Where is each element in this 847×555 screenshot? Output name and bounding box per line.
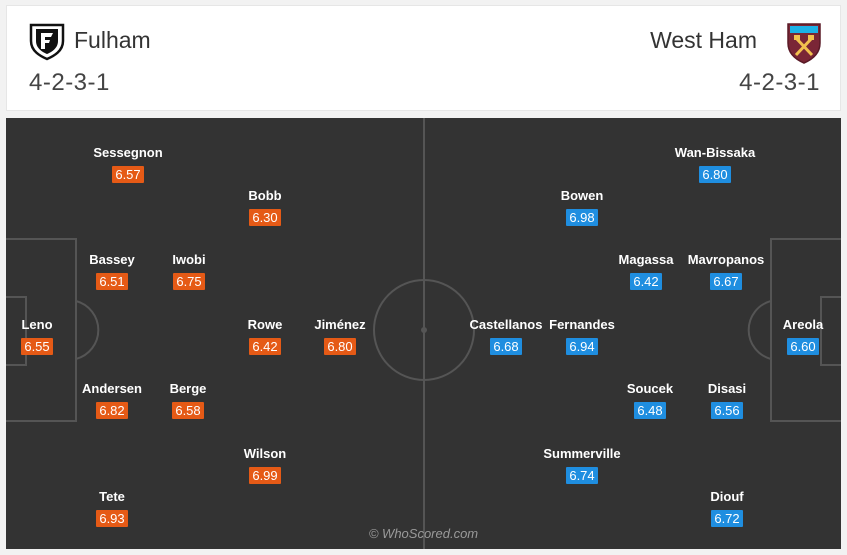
player-home-rowe[interactable]: Rowe 6.42 xyxy=(205,317,325,356)
player-rating: 6.93 xyxy=(96,510,128,527)
player-home-berge[interactable]: Berge 6.58 xyxy=(128,381,248,420)
player-rating: 6.68 xyxy=(490,338,522,355)
player-rating: 6.55 xyxy=(21,338,53,355)
player-rating: 6.94 xyxy=(566,338,598,355)
player-rating: 6.98 xyxy=(566,209,598,226)
player-rating: 6.72 xyxy=(711,510,743,527)
player-name: Summerville xyxy=(543,446,621,461)
player-name: Rowe xyxy=(247,317,283,332)
player-home-bobb[interactable]: Bobb 6.30 xyxy=(205,188,325,227)
watermark: © WhoScored.com xyxy=(368,526,479,541)
player-name: Berge xyxy=(169,381,207,396)
player-rating: 6.99 xyxy=(249,467,281,484)
player-name: Diouf xyxy=(710,489,744,504)
player-name: Soucek xyxy=(626,381,674,396)
player-rating: 6.74 xyxy=(566,467,598,484)
player-home-wilson[interactable]: Wilson 6.99 xyxy=(205,446,325,485)
player-rating: 6.82 xyxy=(96,402,128,419)
player-away-castellanos[interactable]: Castellanos 6.68 xyxy=(446,317,566,356)
player-name: Castellanos xyxy=(469,317,543,332)
player-rating: 6.48 xyxy=(634,402,666,419)
player-name: Jiménez xyxy=(314,317,366,332)
player-name: Iwobi xyxy=(172,252,206,267)
player-away-areola[interactable]: Areola 6.60 xyxy=(743,317,841,356)
player-name: Mavropanos xyxy=(687,252,765,267)
player-away-mavropanos[interactable]: Mavropanos 6.67 xyxy=(666,252,786,291)
fulham-crest-icon xyxy=(29,23,65,61)
player-rating: 6.58 xyxy=(172,402,204,419)
player-rating: 6.67 xyxy=(710,273,742,290)
player-away-wan-bissaka[interactable]: Wan-Bissaka 6.80 xyxy=(655,145,775,184)
home-team-name[interactable]: Fulham xyxy=(74,27,151,53)
player-name: Fernandes xyxy=(549,317,615,332)
player-rating: 6.56 xyxy=(711,402,743,419)
player-away-diouf[interactable]: Diouf 6.72 xyxy=(667,489,787,528)
player-rating: 6.42 xyxy=(249,338,281,355)
player-home-tete[interactable]: Tete 6.93 xyxy=(52,489,172,528)
player-home-leno[interactable]: Leno 6.55 xyxy=(6,317,97,356)
player-name: Wilson xyxy=(243,446,287,461)
player-away-bowen[interactable]: Bowen 6.98 xyxy=(522,188,642,227)
player-rating: 6.80 xyxy=(699,166,731,183)
player-home-andersen[interactable]: Andersen 6.82 xyxy=(52,381,172,420)
player-away-soucek[interactable]: Soucek 6.48 xyxy=(590,381,710,420)
player-rating: 6.80 xyxy=(324,338,356,355)
player-away-disasi[interactable]: Disasi 6.56 xyxy=(667,381,787,420)
pitch-markings xyxy=(6,118,841,549)
pitch: Sessegnon 6.57 Bobb 6.30 Bassey 6.51 Iwo… xyxy=(6,118,841,549)
player-name: Bassey xyxy=(89,252,135,267)
player-rating: 6.51 xyxy=(96,273,128,290)
player-name: Andersen xyxy=(82,381,142,396)
player-rating: 6.60 xyxy=(787,338,819,355)
player-home-bassey[interactable]: Bassey 6.51 xyxy=(52,252,172,291)
player-rating: 6.30 xyxy=(249,209,281,226)
player-name: Wan-Bissaka xyxy=(674,145,756,160)
player-rating: 6.42 xyxy=(630,273,662,290)
away-team-name[interactable]: West Ham xyxy=(650,27,757,53)
player-home-jimenez[interactable]: Jiménez 6.80 xyxy=(280,317,400,356)
player-name: Tete xyxy=(99,489,125,504)
player-name: Sessegnon xyxy=(93,145,163,160)
player-name: Bowen xyxy=(560,188,604,203)
home-formation: 4-2-3-1 xyxy=(29,69,110,96)
player-away-magassa[interactable]: Magassa 6.42 xyxy=(586,252,706,291)
player-rating: 6.75 xyxy=(173,273,205,290)
player-away-summerville[interactable]: Summerville 6.74 xyxy=(522,446,642,485)
match-header: Fulham 4-2-3-1 West Ham 4-2-3-1 xyxy=(6,5,841,111)
player-name: Magassa xyxy=(618,252,674,267)
player-rating: 6.57 xyxy=(112,166,144,183)
west-ham-crest-icon xyxy=(787,23,821,64)
player-name: Bobb xyxy=(248,188,282,203)
away-formation: 4-2-3-1 xyxy=(739,69,820,96)
player-home-iwobi[interactable]: Iwobi 6.75 xyxy=(129,252,249,291)
player-name: Leno xyxy=(21,317,53,332)
player-home-sessegnon[interactable]: Sessegnon 6.57 xyxy=(68,145,188,184)
player-name: Disasi xyxy=(707,381,747,396)
player-name: Areola xyxy=(782,317,824,332)
player-away-fernandes[interactable]: Fernandes 6.94 xyxy=(522,317,642,356)
